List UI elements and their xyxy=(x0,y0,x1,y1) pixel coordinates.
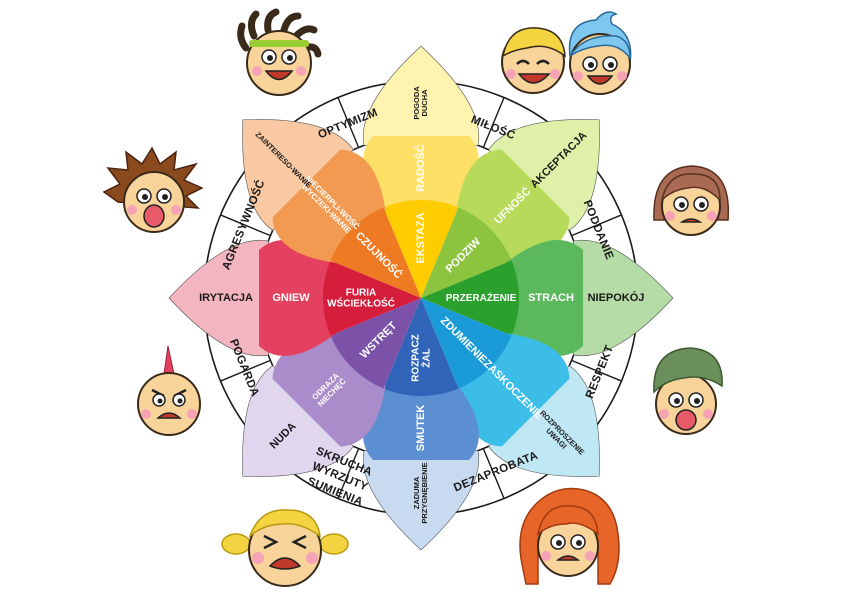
petal-mid-bottom xyxy=(363,382,479,461)
petal-inner-left xyxy=(323,260,421,336)
label-mid-top: RADOŚĆ xyxy=(414,144,427,192)
petal-inner-upper-left xyxy=(330,207,421,298)
petal-outer-top xyxy=(362,45,480,146)
label-outer-right: NIEPOKÓJ xyxy=(588,291,645,304)
petal-top xyxy=(362,45,480,298)
petal-outer-left xyxy=(168,239,269,357)
label-outer-bottom: ZADUMAPRZYGNĘBIENIE xyxy=(412,462,429,523)
label-mid-bottom: SMUTEK xyxy=(415,405,427,452)
ring-divider xyxy=(482,97,505,148)
petal-lower-left xyxy=(242,298,421,477)
petal-outer-lower-left xyxy=(242,365,354,477)
petal-inner-top xyxy=(383,200,459,298)
face-spiky-hair-icon xyxy=(102,146,204,233)
face-pigtails-crying-icon xyxy=(221,509,349,587)
petal-mid-right xyxy=(505,240,584,356)
petals-group xyxy=(168,45,674,551)
label-outer-left: IRYTACJA xyxy=(199,292,253,304)
petal-upper-left xyxy=(242,119,421,298)
face-dreadlocks-icon xyxy=(237,8,322,96)
petal-mid-left xyxy=(258,240,337,356)
petal-inner-lower-right xyxy=(421,298,512,389)
ring-divider xyxy=(482,448,505,499)
ring-divider xyxy=(220,214,271,237)
petal-right xyxy=(421,239,674,357)
ring-divider xyxy=(220,359,271,382)
face-blonde-laughing-icon xyxy=(501,27,566,94)
petal-inner-upper-right xyxy=(421,207,512,298)
label-inner-top: EKSTAZA xyxy=(415,212,427,263)
ring-divider xyxy=(337,97,360,148)
face-red-curly-hair-icon xyxy=(519,487,620,585)
petal-outer-upper-right xyxy=(488,119,600,231)
petal-outer-upper-left xyxy=(242,119,354,231)
petal-inner-lower-left xyxy=(330,298,421,389)
petal-upper-right xyxy=(421,119,600,298)
petal-left xyxy=(168,239,421,357)
petal-lower-right xyxy=(421,298,600,477)
face-mohawk-angry-icon xyxy=(137,345,201,436)
label-outer-top: POGODADUCHA xyxy=(412,86,429,120)
ring-divider xyxy=(337,448,360,499)
petal-inner-right xyxy=(421,260,519,336)
label-mid-right: STRACH xyxy=(528,292,574,304)
ring-divider-lines xyxy=(220,97,622,499)
petal-inner-bottom xyxy=(383,298,459,397)
face-blue-hair-icon xyxy=(568,11,632,95)
label-inner-bottom: ROZPACZŻAL xyxy=(410,334,432,382)
petal-outer-bottom xyxy=(362,450,480,551)
petal-bottom xyxy=(362,298,480,551)
petal-outer-lower-right xyxy=(488,365,600,477)
ring-divider xyxy=(571,214,622,237)
petal-mid-top xyxy=(363,135,479,214)
label-inner-right: PRZERAŻENIE xyxy=(446,291,517,304)
petal-outer-right xyxy=(573,239,674,357)
face-green-beanie-icon xyxy=(653,347,723,435)
face-brown-bob-icon xyxy=(653,165,730,236)
ring-divider xyxy=(571,359,622,382)
label-mid-left: GNIEW xyxy=(272,292,310,304)
